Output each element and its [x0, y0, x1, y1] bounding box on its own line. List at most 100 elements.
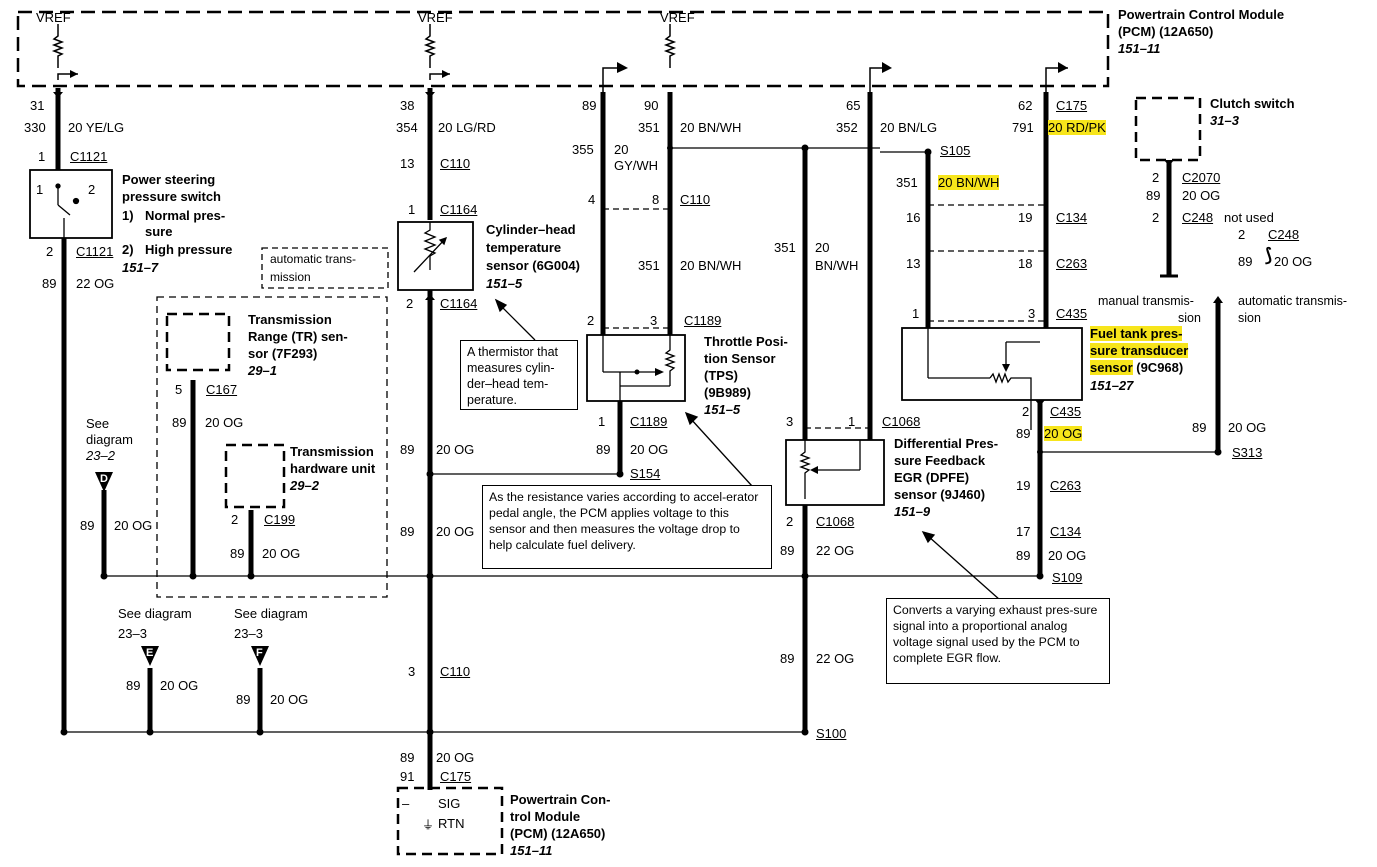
pin-label: 2: [587, 313, 595, 328]
pin-label: 1: [38, 149, 46, 164]
circuit-label: 89: [400, 750, 415, 765]
pcm-title: Powertrain Control Module: [1118, 7, 1285, 22]
connector-label: C435: [1050, 404, 1082, 419]
thermistor-note: A thermistor that measures cylin-der–hea…: [460, 340, 578, 410]
wire-label: 20 OG: [262, 546, 301, 561]
wire-label: 20 LG/RD: [438, 120, 496, 135]
connector-label: C175: [1056, 98, 1088, 113]
wire-label: BN/WH: [815, 258, 859, 273]
circuit-label: 89: [596, 442, 611, 457]
circuit-label: 89: [1238, 254, 1253, 269]
splice-label: S100: [816, 726, 847, 741]
dpfe-note: Converts a varying exhaust pres-sure sig…: [886, 598, 1110, 684]
connector-label: C110: [440, 156, 471, 171]
ps-ref: 151–7: [122, 260, 159, 275]
tps-title: (9B989): [704, 385, 751, 400]
pin-label: 4: [588, 192, 596, 207]
see-ref: 23–3: [118, 626, 147, 641]
tps-note: As the resistance varies according to ac…: [482, 485, 772, 569]
see-ref: 23–2: [86, 448, 115, 463]
circuit-label: 89: [400, 442, 415, 457]
clutch-title: Clutch switch: [1210, 96, 1295, 111]
circuit-label: 89: [172, 415, 187, 430]
connector-label: C1121: [70, 149, 108, 164]
tr-title: sor (7F293): [248, 346, 318, 361]
pin-label: 1: [36, 182, 44, 197]
minus-label: –: [402, 796, 410, 811]
dpfe-title: Differential Pres-: [894, 436, 999, 451]
pin-label: 2: [1152, 210, 1160, 225]
connector-label: C134: [1056, 210, 1088, 225]
auto-trans-label: mission: [270, 270, 311, 284]
connector-label: C248: [1268, 227, 1300, 242]
pcm-ref: 151–11: [1118, 41, 1161, 56]
ps-switch-title: pressure switch: [122, 189, 221, 204]
sig-label: SIG: [438, 796, 461, 811]
pcm-bottom-title: (PCM) (12A650): [510, 826, 606, 841]
ps-switch-title: Power steering: [122, 172, 216, 187]
auto-label: sion: [1238, 311, 1261, 325]
ps-option: sure: [145, 224, 173, 239]
cht-title: Cylinder–head: [486, 222, 576, 237]
circuit-label: 89: [780, 543, 795, 558]
circuit-label: 351: [774, 240, 796, 255]
pin-label: 1: [848, 414, 856, 429]
pin-label: 5: [175, 382, 183, 397]
pin-label: 31: [30, 98, 45, 113]
pin-label: 13: [906, 256, 921, 271]
circuit-label: 89: [80, 518, 95, 533]
tps-title: Throttle Posi-: [704, 334, 788, 349]
pin-label: 13: [400, 156, 415, 171]
pin-label: 2: [1238, 227, 1246, 242]
pin-label: 91: [400, 769, 415, 784]
dpfe-title: EGR (DPFE): [894, 470, 970, 485]
connector-label: C1068: [816, 514, 855, 529]
connector-e-icon: E: [141, 646, 159, 666]
wire-label: 22 OG: [816, 651, 855, 666]
connector-label: C248: [1182, 210, 1214, 225]
pcm-bottom-title: Powertrain Con-: [510, 792, 611, 807]
pin-label: 3: [650, 313, 658, 328]
pin-label: 2: [46, 244, 54, 259]
see-ref: 23–3: [234, 626, 263, 641]
connector-label: C1068: [882, 414, 921, 429]
ps-option: 2): [122, 242, 134, 257]
circuit-label: 89: [126, 678, 141, 693]
pin-label: 3: [1028, 306, 1036, 321]
vref-label: VREF: [660, 10, 695, 25]
wire-label: 20 OG: [1182, 188, 1221, 203]
pin-label: 16: [906, 210, 921, 225]
wire-label: 20: [815, 240, 830, 255]
circuit-label: 351: [638, 258, 660, 273]
pin-label: 2: [406, 296, 414, 311]
wire-label: 20 OG: [205, 415, 244, 430]
pin-label: 19: [1018, 210, 1033, 225]
cht-title: sensor (6G004): [486, 258, 580, 273]
splice-label: S109: [1052, 570, 1083, 585]
wire-label: 20 BN/WH: [680, 258, 742, 273]
connector-label: C110: [680, 192, 711, 207]
manual-label: manual transmis-: [1098, 294, 1194, 308]
ftp-title: Fuel tank pres-: [1090, 326, 1183, 341]
ps-option: High pressure: [145, 242, 233, 257]
pin-label: 19: [1016, 478, 1031, 493]
wire-label: 20 OG: [436, 524, 475, 539]
splice-label: S313: [1232, 445, 1263, 460]
ftp-title-line3: sensor (9C968): [1090, 360, 1184, 375]
wire-label: 20 OG: [1228, 420, 1267, 435]
pin-label: 65: [846, 98, 861, 113]
pin-label: 17: [1016, 524, 1031, 539]
pcm-bottom-title: trol Module: [510, 809, 581, 824]
wire-label: 20 YE/LG: [68, 120, 125, 135]
vref-label: VREF: [36, 10, 71, 25]
circuit-label: 89: [1016, 426, 1031, 441]
pin-label: 2: [786, 514, 794, 529]
pin-label: 90: [644, 98, 659, 113]
ftp-title: sure transducer: [1090, 343, 1189, 358]
connector-label: C2070: [1182, 170, 1221, 185]
wire-label: 22 OG: [816, 543, 855, 558]
see-diagram: See diagram: [234, 606, 308, 621]
wire-label: 20 OG: [1044, 426, 1083, 441]
dpfe-ref: 151–9: [894, 504, 931, 519]
